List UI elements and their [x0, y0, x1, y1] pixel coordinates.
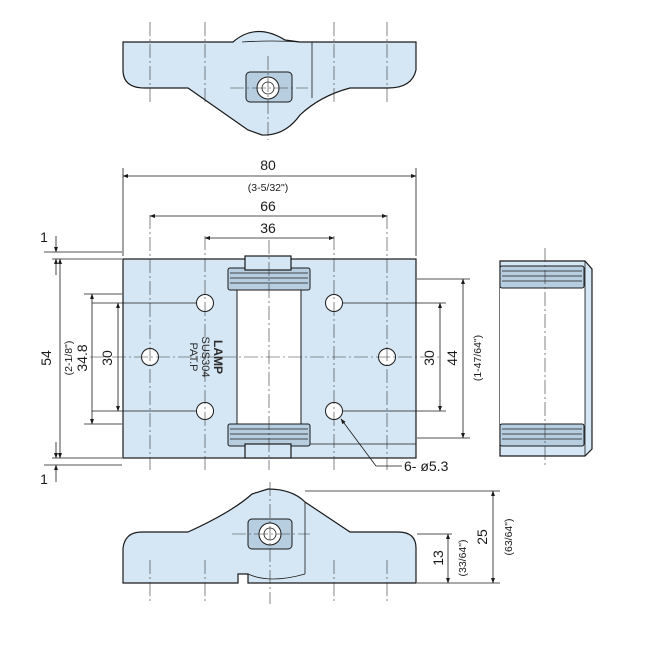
- dim-overall-width: 80: [260, 157, 276, 173]
- dim-right-pitch: 30: [421, 350, 437, 366]
- dim-hole-pitch-outer: 66: [260, 198, 276, 214]
- dimension-lines: [44, 168, 500, 584]
- dim-bottom-13-inch: (33/64"): [457, 540, 469, 577]
- dim-left-pitch: 30: [99, 350, 115, 366]
- bottom-view: [122, 482, 417, 604]
- dim-overall-height: 54: [38, 350, 54, 366]
- dim-bottom-25-inch: (63/64"): [503, 519, 515, 556]
- dim-hole-pitch-inner: 36: [260, 220, 276, 236]
- dimension-labels: 80 (3-5/32") 66 36 1 1 54 (2-1/8") 34.8 …: [38, 157, 515, 577]
- dim-overall-width-inch: (3-5/32"): [248, 182, 289, 194]
- hole-callout: 6- ø5.3: [404, 458, 449, 474]
- patent-mark: PAT.P: [187, 343, 199, 372]
- dim-bottom-25: 25: [474, 529, 490, 545]
- dim-overall-height-inch: (2-1/8"): [63, 341, 75, 376]
- dim-height-34-8: 34.8: [74, 344, 90, 371]
- dim-right-height-inch: (1-47/64"): [472, 335, 484, 381]
- top-view: [122, 22, 417, 140]
- side-view: [499, 248, 593, 468]
- material-mark: SUS304: [199, 337, 211, 378]
- dim-gap-top: 1: [40, 229, 48, 245]
- brand-mark: LAMP: [211, 340, 225, 374]
- dim-gap-bottom: 1: [40, 471, 48, 487]
- dim-right-height: 44: [444, 350, 460, 366]
- front-view: LAMP SUS304 PAT.P: [90, 215, 440, 470]
- dim-bottom-13: 13: [430, 550, 446, 566]
